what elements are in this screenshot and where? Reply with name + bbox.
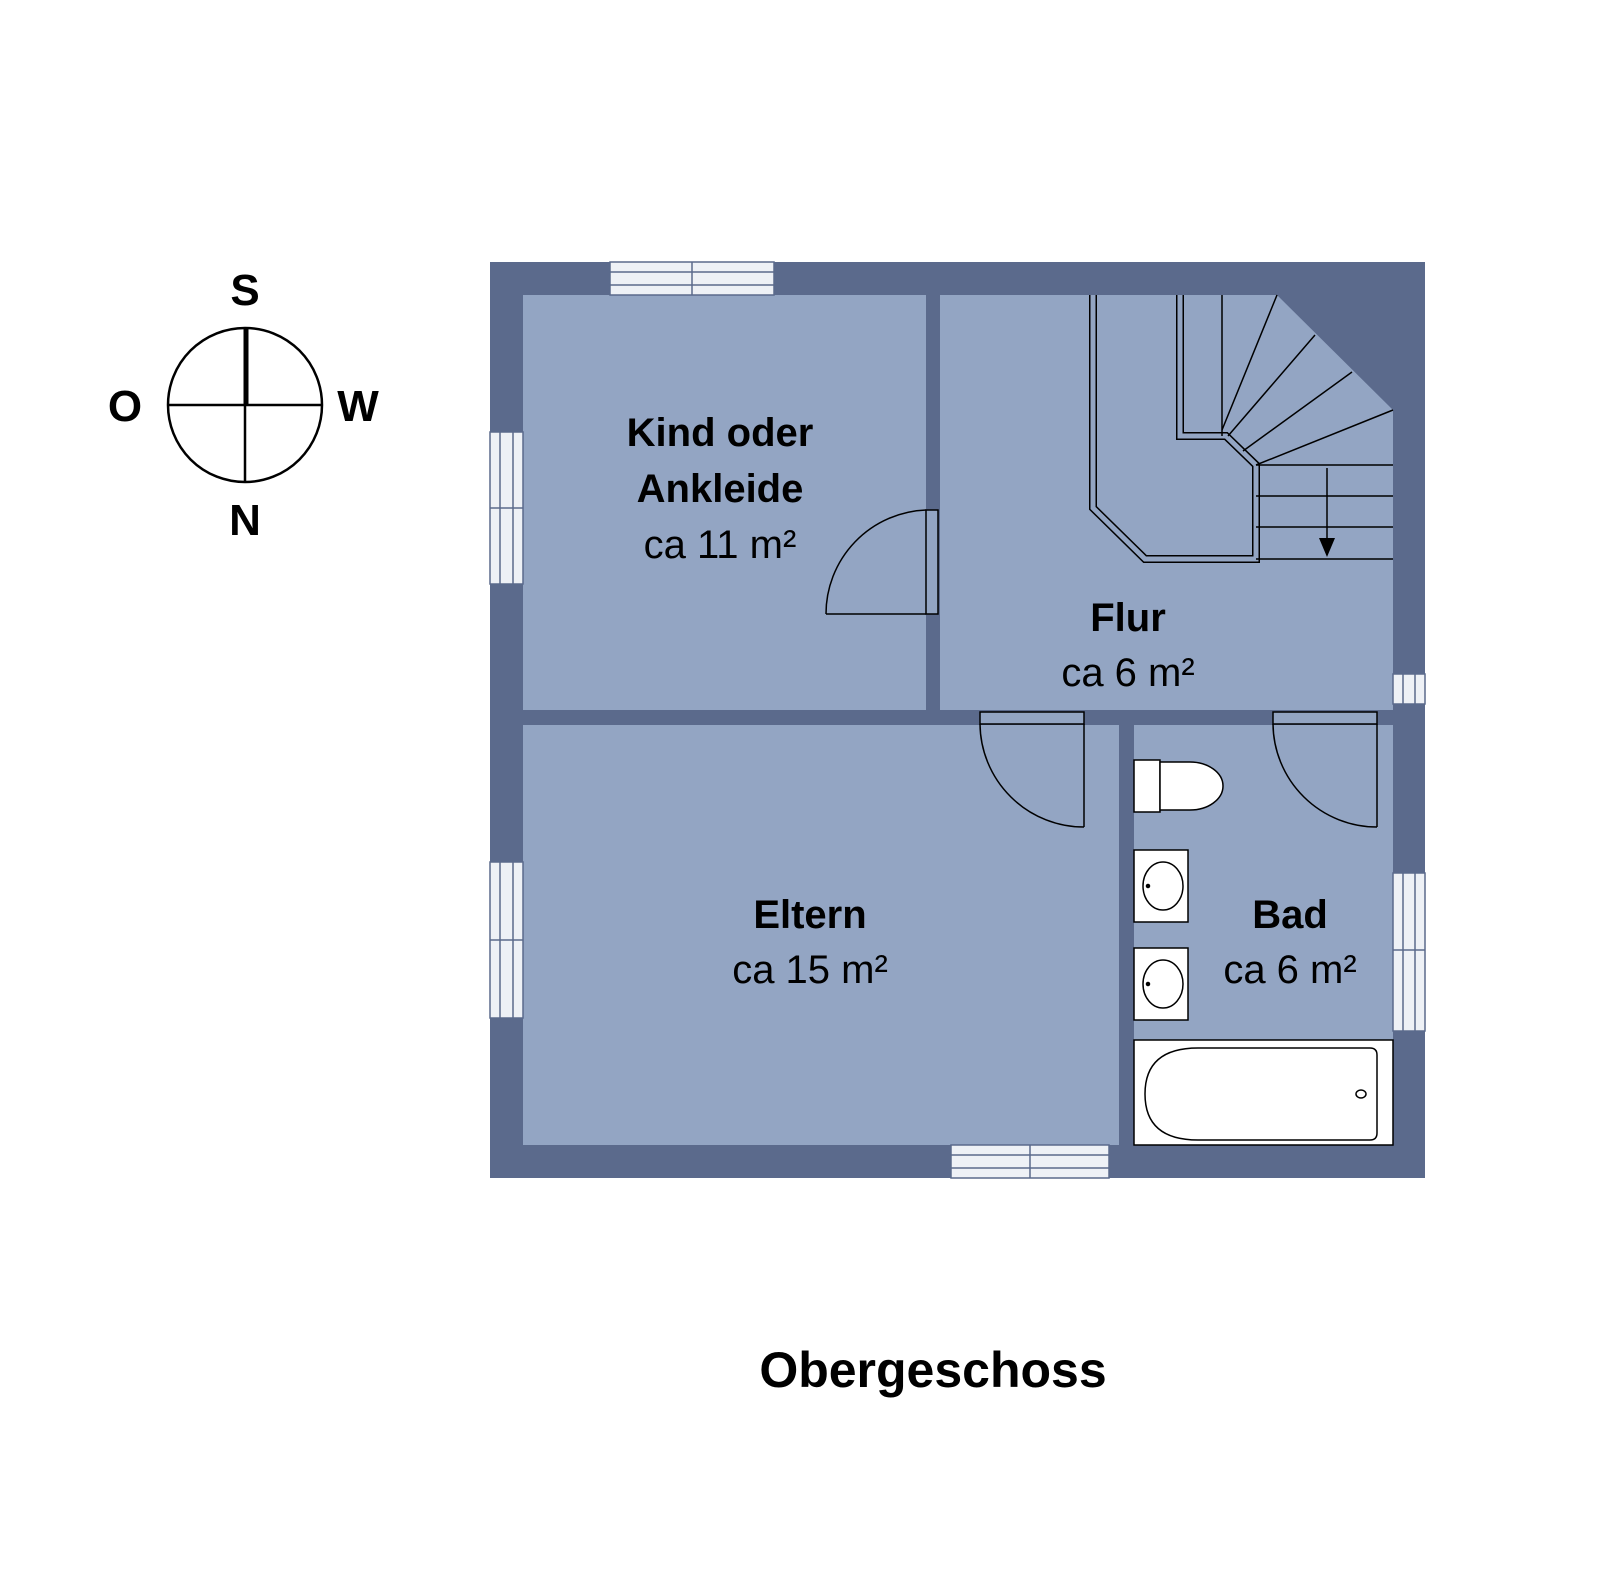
bathtub bbox=[1133, 1039, 1394, 1146]
compass-west-label: W bbox=[337, 382, 379, 431]
window-left-lower bbox=[489, 861, 524, 1019]
sink-2 bbox=[1133, 947, 1189, 1021]
window-right-small bbox=[1392, 673, 1426, 705]
room-kind-name-line2: Ankleide bbox=[637, 467, 804, 511]
room-flur-floor bbox=[940, 295, 1393, 710]
room-bad-name: Bad bbox=[1252, 893, 1328, 937]
window-top bbox=[609, 261, 775, 296]
door-bad bbox=[1272, 711, 1378, 828]
room-eltern-area: ca 15 m² bbox=[732, 948, 888, 992]
room-kind-floor bbox=[523, 295, 926, 710]
room-kind-name-line1: Kind oder bbox=[627, 411, 814, 455]
room-eltern-floor bbox=[523, 725, 1119, 1145]
compass-south-label: S bbox=[230, 266, 259, 315]
compass: S N O W bbox=[108, 266, 379, 545]
room-kind-area: ca 11 m² bbox=[644, 523, 797, 567]
room-flur-name: Flur bbox=[1090, 596, 1166, 640]
staircase bbox=[1089, 294, 1394, 563]
sink-1 bbox=[1133, 849, 1189, 923]
room-flur-area: ca 6 m² bbox=[1061, 651, 1194, 695]
stair-corner-wall bbox=[1277, 295, 1393, 410]
room-bad-area: ca 6 m² bbox=[1223, 948, 1356, 992]
window-bottom bbox=[950, 1144, 1110, 1179]
compass-north-label: N bbox=[229, 496, 261, 545]
compass-east-label: O bbox=[108, 382, 142, 431]
window-right-bad bbox=[1392, 872, 1426, 1032]
plan-title: Obergeschoss bbox=[759, 1342, 1106, 1398]
toilet bbox=[1133, 759, 1224, 813]
window-left-upper bbox=[489, 431, 524, 585]
door-eltern bbox=[979, 711, 1085, 828]
door-kind bbox=[825, 509, 939, 615]
room-eltern-name: Eltern bbox=[753, 893, 866, 937]
